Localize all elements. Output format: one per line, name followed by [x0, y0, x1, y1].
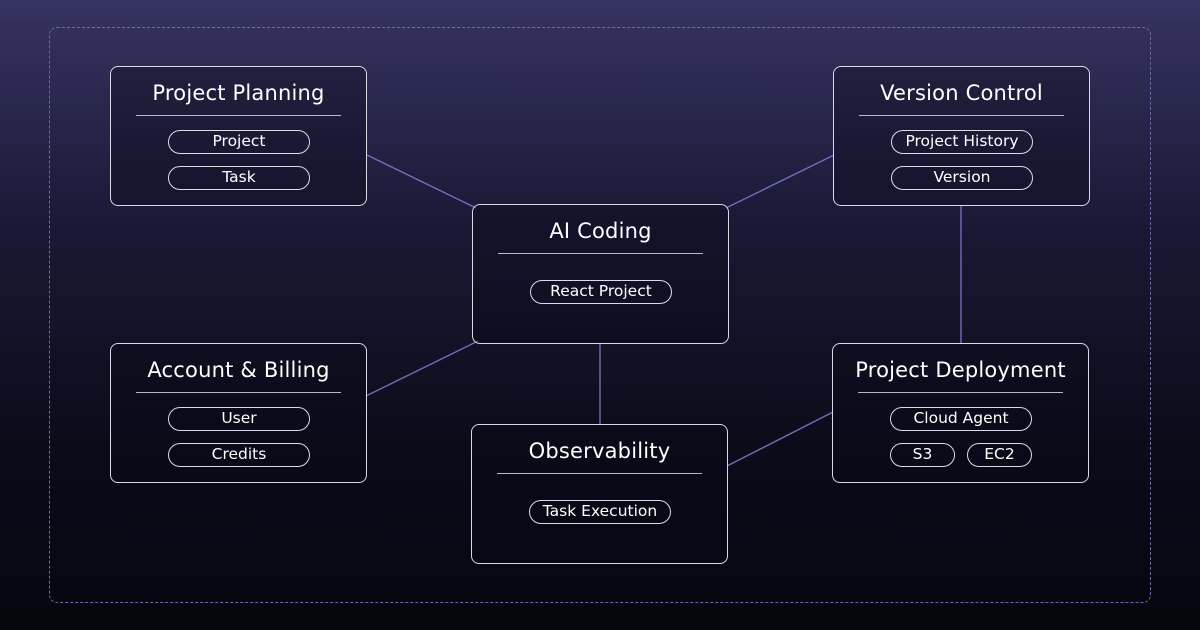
- entity-pill: Task Execution: [529, 500, 671, 524]
- entity-pill: React Project: [530, 280, 672, 304]
- entity-pill: Task: [168, 166, 310, 190]
- node-title: Project Deployment: [855, 358, 1066, 382]
- entity-pill: Version: [891, 166, 1033, 190]
- title-divider: [136, 115, 341, 116]
- entity-pill: Project History: [891, 130, 1033, 154]
- edge-account-billing-to-ai-coding: [365, 340, 479, 397]
- entity-pill: Credits: [168, 443, 310, 467]
- entity-pill: Project: [168, 130, 310, 154]
- node-project-planning: Project Planning Project Task: [110, 66, 367, 206]
- diagram-frame: [49, 27, 1151, 603]
- entity-pill: User: [168, 407, 310, 431]
- node-title: Project Planning: [152, 81, 325, 105]
- node-title: Account & Billing: [147, 358, 330, 382]
- entity-pill: Cloud Agent: [890, 407, 1032, 431]
- node-title: AI Coding: [549, 219, 652, 243]
- node-account-billing: Account & Billing User Credits: [110, 343, 367, 483]
- edge-observability-to-deployment: [726, 411, 834, 467]
- node-version-control: Version Control Project History Version: [833, 66, 1090, 206]
- entity-pill: S3: [890, 443, 955, 467]
- node-observability: Observability Task Execution: [471, 424, 728, 564]
- title-divider: [136, 392, 341, 393]
- edge-planning-to-ai-coding: [366, 154, 477, 209]
- node-title: Observability: [528, 439, 671, 463]
- title-divider: [497, 473, 702, 474]
- title-divider: [859, 115, 1064, 116]
- node-title: Version Control: [880, 81, 1043, 105]
- node-project-deployment: Project Deployment Cloud Agent S3 EC2: [832, 343, 1089, 483]
- entity-pill: EC2: [967, 443, 1032, 467]
- title-divider: [498, 253, 703, 254]
- title-divider: [858, 392, 1063, 393]
- node-ai-coding: AI Coding React Project: [472, 204, 729, 344]
- edge-version-control-to-ai-coding: [725, 154, 835, 209]
